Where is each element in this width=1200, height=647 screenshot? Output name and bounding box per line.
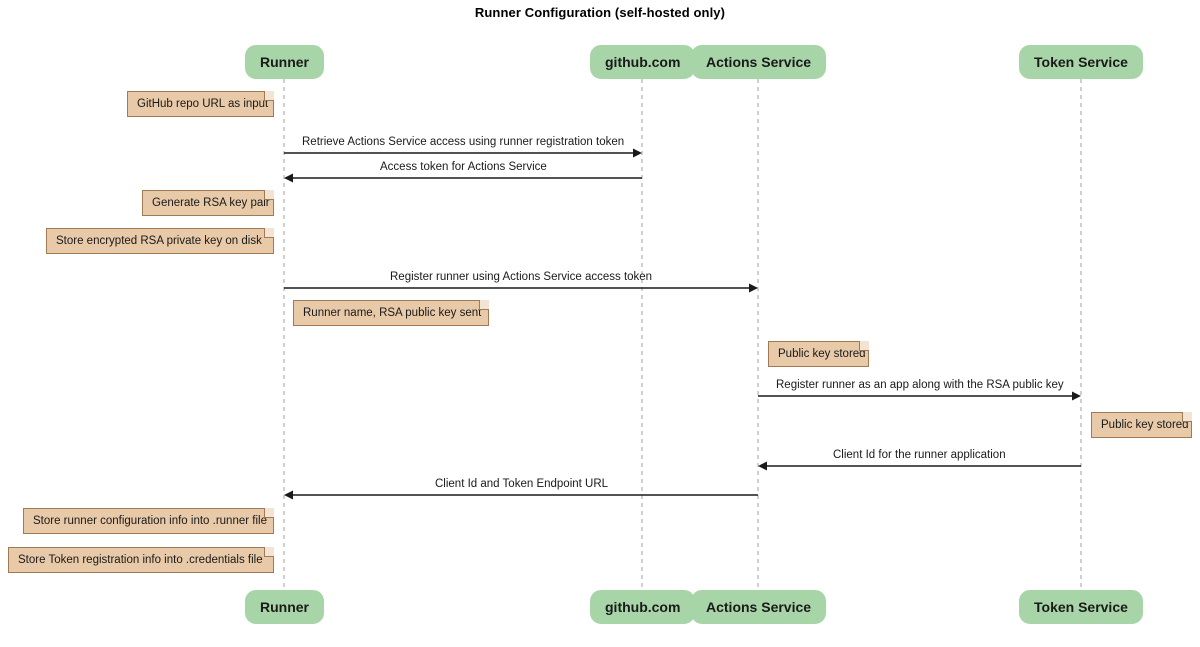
participant-runner-header[interactable]: Runner [245, 45, 324, 79]
note-fold-corner-icon [264, 508, 274, 518]
note-n5: Public key stored [768, 341, 869, 367]
arrows-group [284, 148, 1081, 500]
page-title: Runner Configuration (self-hosted only) [474, 5, 726, 20]
message-label-m3: Register runner using Actions Service ac… [390, 271, 653, 283]
message-label-m6: Client Id and Token Endpoint URL [435, 478, 609, 490]
participant-github-header[interactable]: github.com [590, 45, 696, 79]
note-label: Store Token registration info into .cred… [18, 554, 263, 566]
participant-actions-header[interactable]: Actions Service [691, 45, 827, 79]
message-arrowhead-m1 [633, 148, 642, 158]
note-n8: Store Token registration info into .cred… [8, 547, 274, 573]
message-arrowhead-m5 [758, 461, 767, 471]
message-arrowhead-m6 [284, 490, 293, 500]
note-label: Store encrypted RSA private key on disk [56, 235, 262, 247]
participant-token-footer[interactable]: Token Service [1019, 590, 1143, 624]
note-fold-corner-icon [264, 91, 274, 101]
note-n4: Runner name, RSA public key sent [293, 300, 489, 326]
note-fold-corner-icon [859, 341, 869, 351]
note-n7: Store runner configuration info into .ru… [23, 508, 274, 534]
note-fold-corner-icon [264, 190, 274, 200]
note-label: GitHub repo URL as input [137, 98, 269, 110]
note-fold-corner-icon [1182, 412, 1192, 422]
message-label-m2: Access token for Actions Service [380, 161, 547, 173]
message-arrowhead-m4 [1072, 391, 1081, 401]
note-n1: GitHub repo URL as input [127, 91, 274, 117]
message-arrowhead-m3 [749, 283, 758, 293]
note-label: Store runner configuration info into .ru… [33, 515, 267, 527]
note-fold-corner-icon [264, 547, 274, 557]
message-label-m1: Retrieve Actions Service access using ru… [302, 136, 625, 148]
note-n2: Generate RSA key pair [142, 190, 274, 216]
message-label-m4: Register runner as an app along with the… [776, 379, 1064, 391]
participant-github-footer[interactable]: github.com [590, 590, 696, 624]
message-label-m5: Client Id for the runner application [833, 449, 1006, 461]
participant-runner-footer[interactable]: Runner [245, 590, 324, 624]
note-label: Runner name, RSA public key sent [303, 307, 482, 319]
note-n6: Public key stored [1091, 412, 1192, 438]
note-label: Public key stored [778, 348, 866, 360]
note-label: Generate RSA key pair [152, 197, 270, 209]
participant-actions-footer[interactable]: Actions Service [691, 590, 827, 624]
lifelines-group [283, 79, 1082, 590]
note-fold-corner-icon [264, 228, 274, 238]
note-fold-corner-icon [479, 300, 489, 310]
note-n3: Store encrypted RSA private key on disk [46, 228, 274, 254]
participant-token-header[interactable]: Token Service [1019, 45, 1143, 79]
message-arrowhead-m2 [284, 173, 293, 183]
note-label: Public key stored [1101, 419, 1189, 431]
